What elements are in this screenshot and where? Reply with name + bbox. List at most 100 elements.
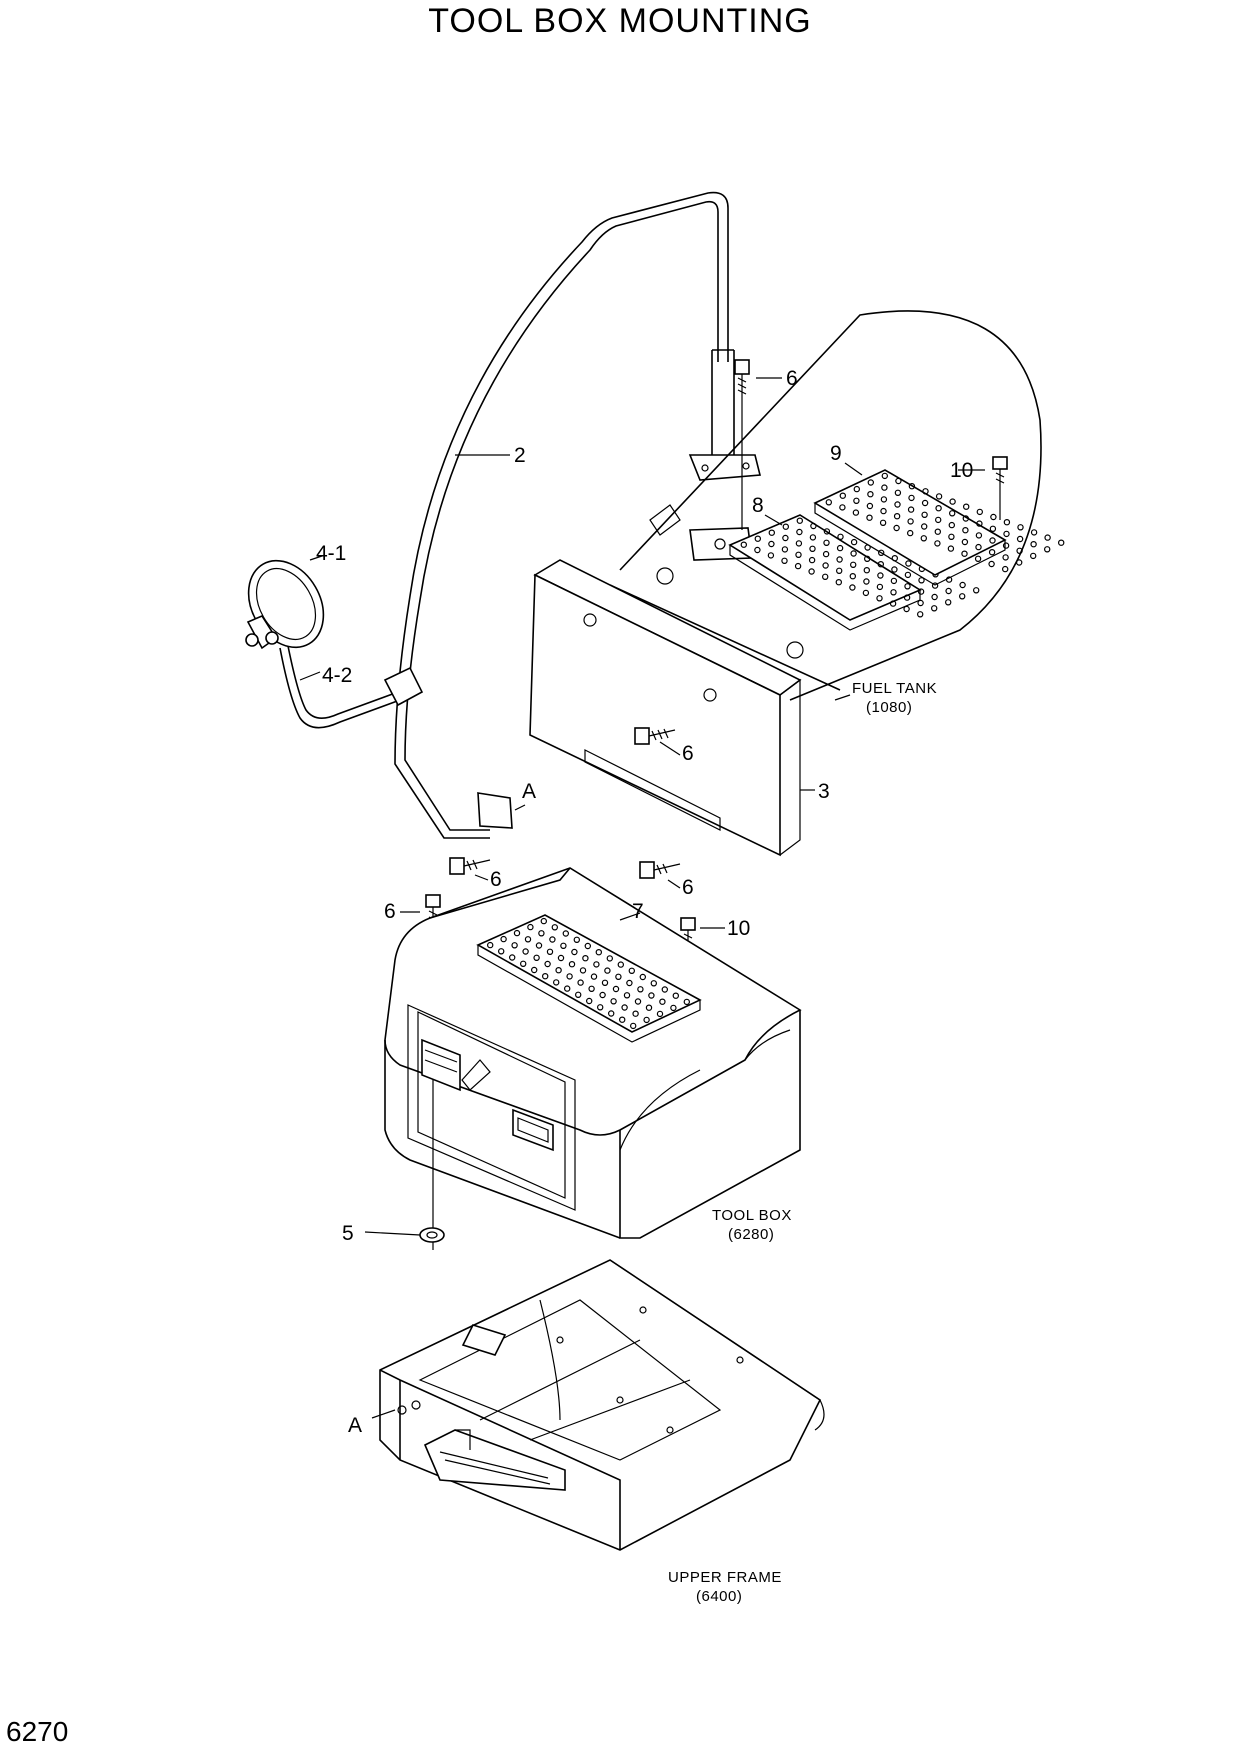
perforation-hole [907,518,914,525]
perforation-hole [935,516,942,524]
perforation-hole [604,967,611,974]
callout-6-toolbox: 6 [384,900,396,923]
perforation-hole [608,1010,615,1017]
perforation-hole [768,529,776,536]
perforation-hole [612,985,620,993]
perforation-hole [835,579,843,586]
perforation-hole [989,537,996,544]
perforation-hole [590,973,598,980]
perforation-hole [907,529,914,537]
perforation-hole [1030,541,1037,548]
step-plate-9 [813,469,1065,586]
perforation-hole [904,583,911,590]
perforation-hole [1016,535,1024,543]
perforation-hole [683,998,691,1006]
perforation-hole [754,546,761,554]
perforation-hole [880,496,888,503]
callout-3: 3 [818,780,830,803]
perforation-hole [921,523,928,530]
perforation-hole [754,535,762,542]
perforation-hole [963,503,970,510]
callout-2: 2 [514,444,526,467]
perforation-hole [890,589,897,596]
perforation-hole [531,966,538,974]
perforation-hole [959,581,966,589]
perforation-hole [782,534,789,542]
perforation-hole [921,499,929,507]
perforation-hole [672,992,680,999]
perforation-hole [988,560,995,568]
perforation-hole [850,550,857,557]
perforation-hole [626,979,633,987]
callout-a-frame: A [348,1414,362,1437]
perforation-hole [891,566,898,573]
perforation-hole [975,532,983,539]
perforation-hole [582,955,589,962]
perforation-hole [947,545,955,552]
perforation-hole [948,533,955,541]
tool-box-code: (6280) [728,1226,774,1243]
perforation-hole [903,594,911,601]
perforation-hole [571,948,578,956]
perforation-hole [767,552,775,559]
callout-7: 7 [632,900,644,923]
perforation-hole [487,941,494,949]
perforation-hole [513,929,521,937]
perforation-hole [1057,539,1065,546]
perforation-hole [520,960,527,968]
perforation-hole [961,538,969,546]
upper-frame-label: UPPER FRAME [668,1569,782,1586]
callout-5: 5 [342,1222,354,1245]
perforation-hole [740,541,748,548]
perforation-hole [863,578,870,585]
perforation-hole [974,555,982,563]
perforation-hole [949,498,956,505]
perforation-hole [533,954,540,962]
perforation-hole [560,942,567,950]
perforation-hole [876,595,883,602]
perforation-hole [920,535,928,542]
perforation-hole [908,483,916,490]
perforation-hole [795,540,803,547]
perforation-hole [498,948,505,955]
perforation-hole [542,973,549,980]
perforation-hole [606,955,614,962]
fuel-tank-label: FUEL TANK [852,680,937,697]
perforation-hole [890,577,898,585]
perforation-hole [880,507,887,515]
cover-panel [529,559,804,857]
perforation-hole [1002,554,1009,561]
perforation-hole [853,497,860,504]
perforation-hole [599,991,606,999]
perforation-hole [645,1004,653,1011]
handrail-part [394,191,762,839]
perforation-hole [904,571,912,579]
perforation-hole [949,510,956,517]
perforation-hole [1044,534,1051,541]
perforation-hole [895,477,902,485]
callout-4-1: 4-1 [316,542,346,565]
perforation-hole [878,549,885,557]
perforation-hole [650,980,658,987]
callout-6-lower: 6 [682,876,694,899]
callout-4-2: 4-2 [322,664,352,687]
washer [419,1227,445,1243]
perforation-hole [1029,552,1037,560]
perforation-hole [796,528,803,536]
perforation-hole [619,1016,626,1023]
perforation-hole [894,489,902,496]
perforation-hole [634,998,642,1005]
perforation-hole [934,540,941,547]
perforation-hole [921,511,928,519]
perforation-hole [931,593,938,601]
perforation-hole [575,991,582,999]
perforation-hole [630,1022,637,1030]
perforation-hole [918,577,925,584]
perforation-hole [610,998,617,1005]
perforation-hole [628,967,636,975]
perforation-hole [810,522,817,530]
perforation-hole [889,600,897,607]
tool-box-label: TOOL BOX [712,1207,792,1224]
perforation-hole [822,550,830,558]
callout-9: 9 [830,442,842,465]
